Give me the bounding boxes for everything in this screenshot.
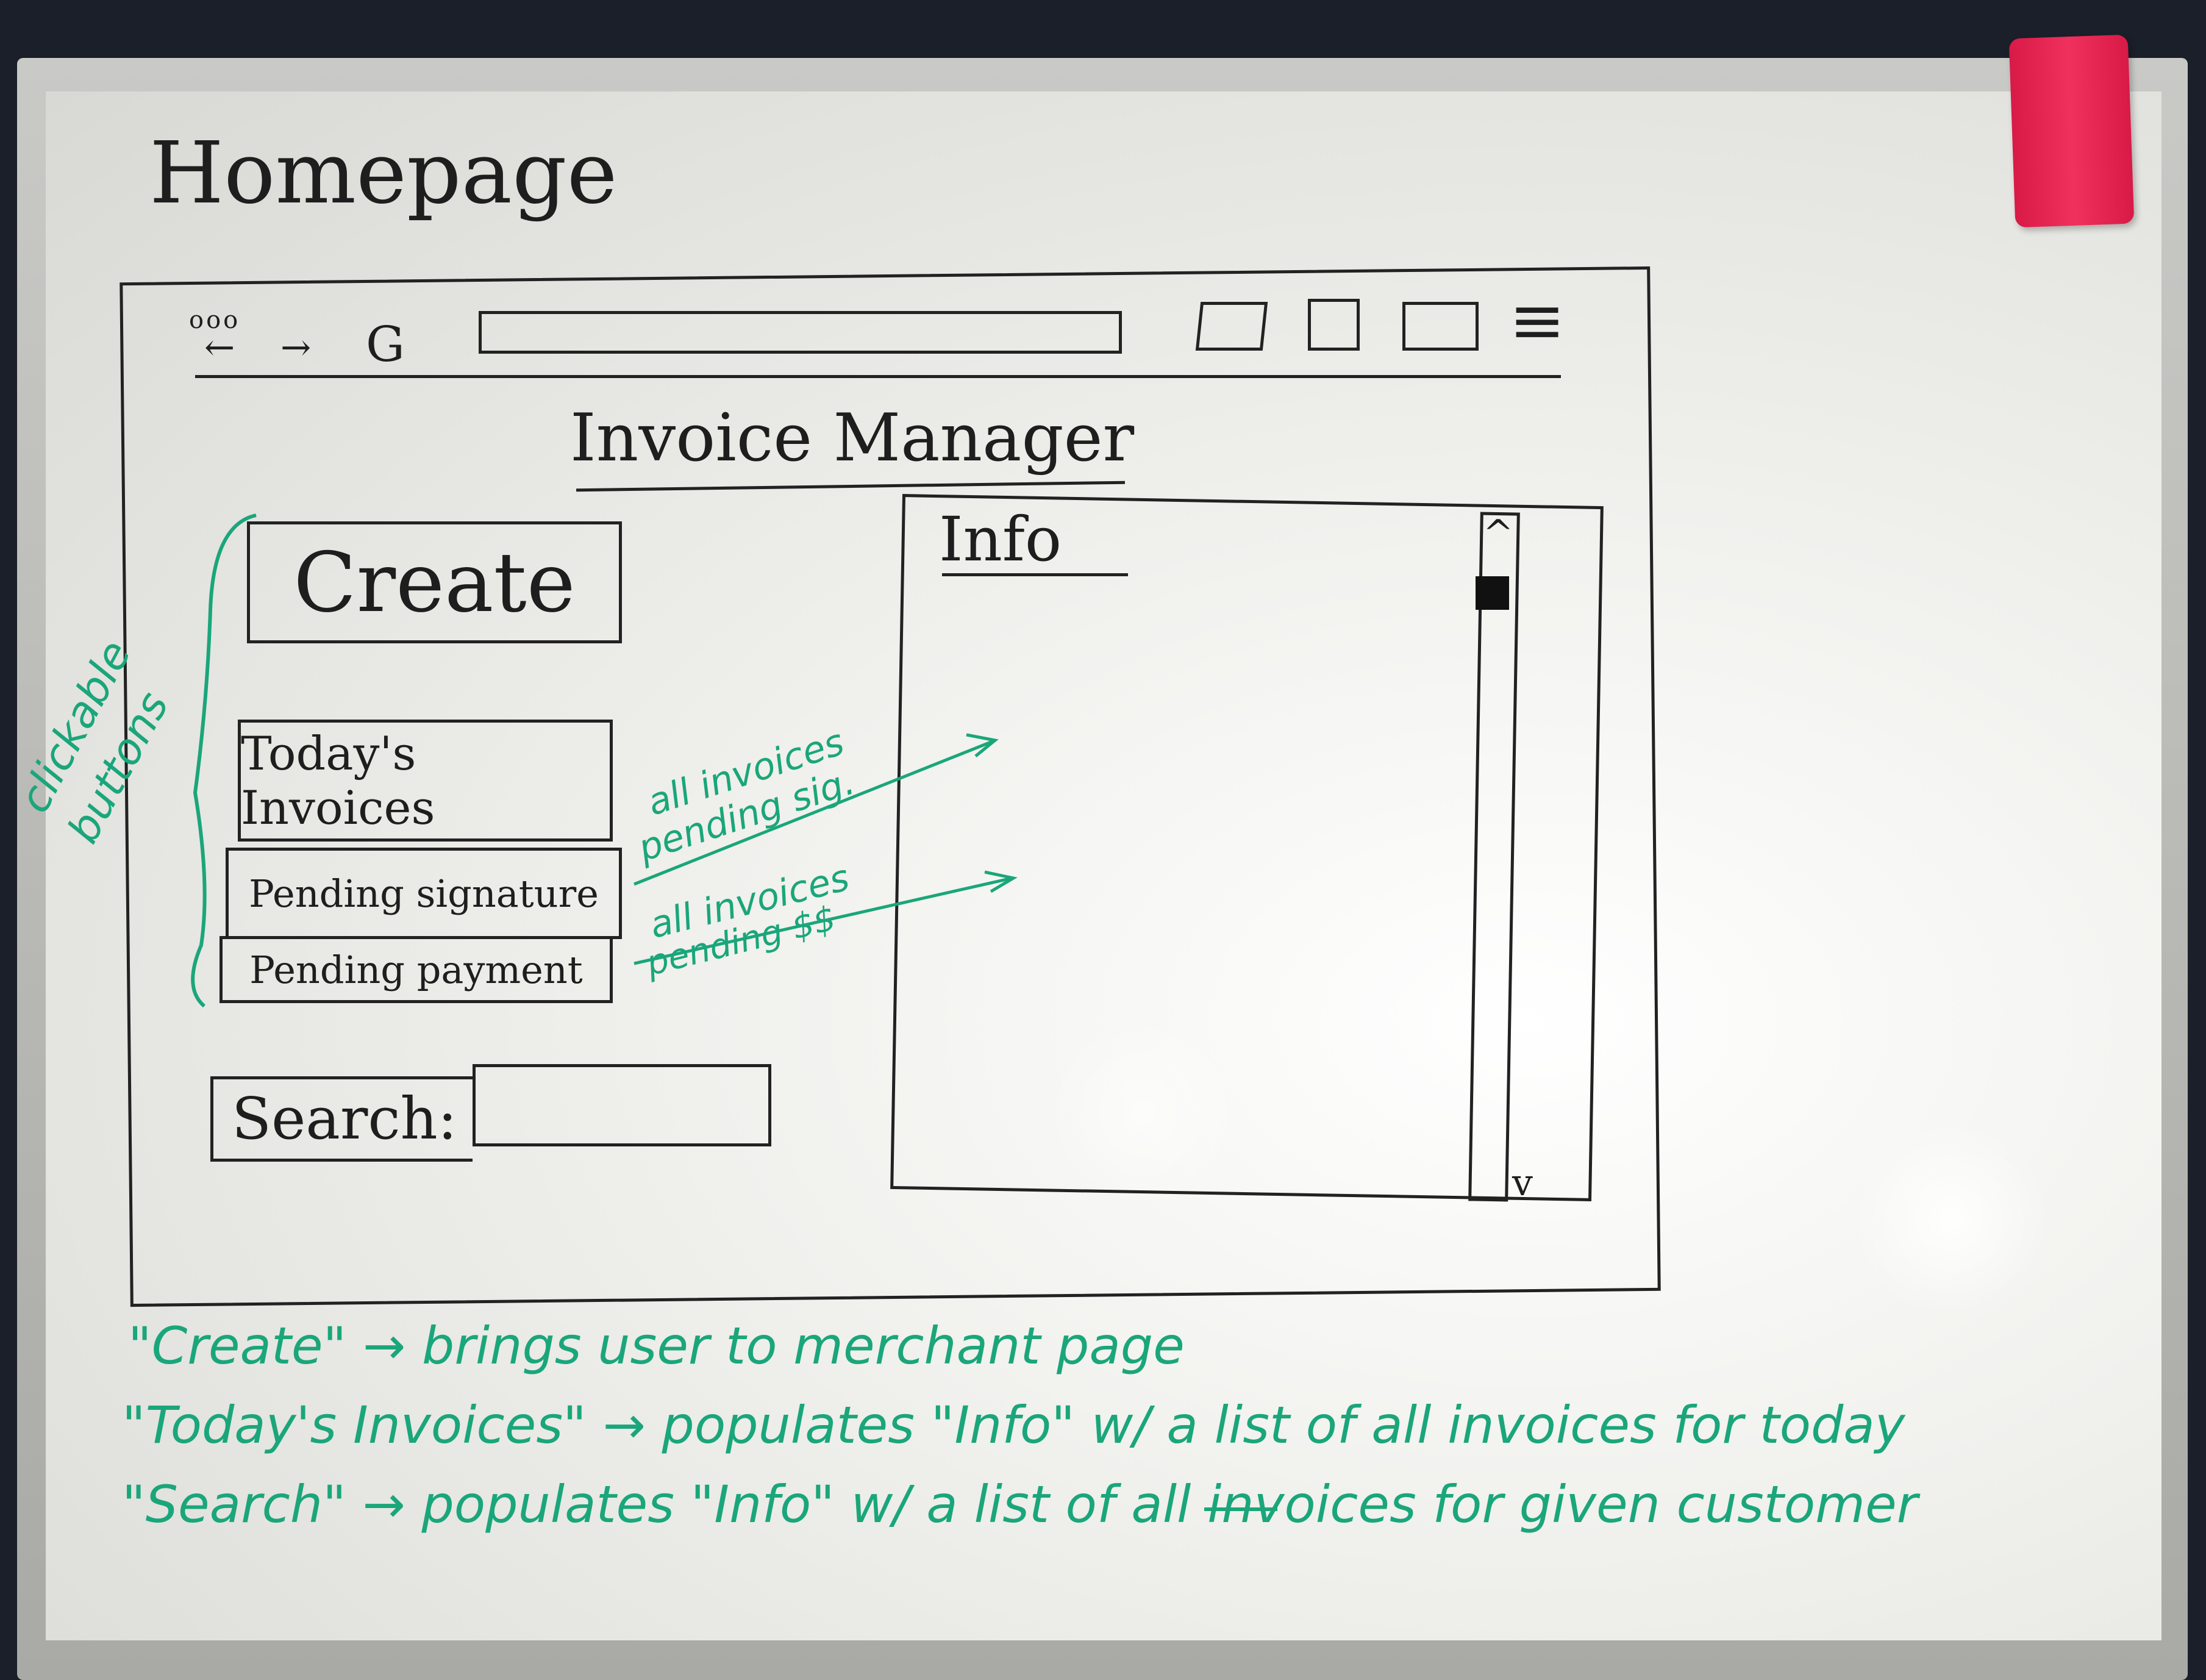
info-title-underline [942, 573, 1128, 576]
reload-icon[interactable]: G [366, 316, 405, 373]
note-search: "Search" → populates "Info" w/ a list of… [122, 1474, 1918, 1534]
back-arrow-icon[interactable]: ← [204, 326, 235, 369]
scroll-down-icon[interactable]: v [1512, 1162, 1533, 1204]
light-glare [1844, 1128, 2058, 1311]
forward-arrow-icon[interactable]: → [280, 326, 312, 369]
note-todays-invoices: "Today's Invoices" → populates "Info" w/… [122, 1395, 1905, 1455]
toolbar-square-icon[interactable] [1402, 302, 1479, 351]
pending-payment-button[interactable]: Pending payment [220, 936, 613, 1003]
menu-icon[interactable]: ≡ [1509, 281, 1566, 359]
app-title: Invoice Manager [570, 400, 1135, 476]
search-label-box: Search: [210, 1076, 473, 1162]
light-glare [1052, 1006, 1235, 1220]
pending-signature-button[interactable]: Pending signature [226, 848, 622, 939]
window-dots: ooo [189, 306, 241, 334]
note-create: "Create" → brings user to merchant page [128, 1316, 1185, 1376]
whiteboard [46, 91, 2161, 1640]
create-button[interactable]: Create [247, 521, 622, 643]
scroll-up-icon[interactable]: ^ [1483, 512, 1514, 555]
todays-invoices-button[interactable]: Today's Invoices [238, 720, 613, 842]
search-input[interactable] [473, 1064, 771, 1146]
browser-chrome-divider [195, 375, 1561, 378]
toolbar-square-icon[interactable] [1308, 299, 1360, 351]
address-bar[interactable] [479, 311, 1122, 354]
scrollbar-thumb[interactable] [1476, 576, 1509, 610]
info-title: Info [939, 504, 1062, 575]
board-title: Homepage [149, 124, 618, 223]
